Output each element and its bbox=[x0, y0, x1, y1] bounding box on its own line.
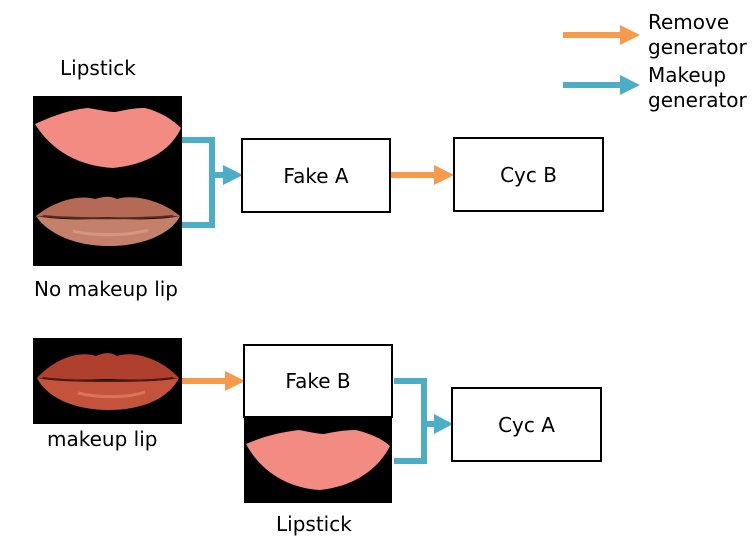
lipstick-mask-top bbox=[35, 108, 181, 168]
legend-remove-label: Remove generator bbox=[648, 10, 747, 59]
makeup-lip-label: makeup lip bbox=[47, 427, 158, 451]
bottom-makeup-bracket-arrow bbox=[394, 378, 453, 464]
cyc-b-label: Cyc B bbox=[500, 162, 557, 187]
fake-a-label: Fake A bbox=[283, 163, 349, 188]
lipstick-mask-bottom bbox=[246, 430, 390, 490]
bottom-remove-arrow bbox=[182, 371, 245, 391]
cyc-a-box: Cyc A bbox=[451, 387, 602, 462]
legend-remove-arrow bbox=[563, 25, 640, 45]
bottom-lipstick-panel bbox=[244, 418, 392, 503]
cyc-a-label: Cyc A bbox=[498, 412, 555, 437]
top-remove-arrow bbox=[390, 165, 454, 185]
makeup-lip-panel bbox=[33, 338, 182, 424]
top-lipstick-label: Lipstick bbox=[60, 56, 136, 80]
fake-a-box: Fake A bbox=[241, 138, 391, 213]
legend-makeup-arrow bbox=[563, 75, 640, 95]
legend-makeup-label: Makeup generator bbox=[648, 63, 747, 112]
makeup-lip-image bbox=[37, 353, 179, 410]
top-lip-panel bbox=[33, 96, 182, 266]
fake-b-box: Fake B bbox=[243, 344, 393, 418]
cyc-b-box: Cyc B bbox=[453, 137, 604, 212]
bottom-lipstick-label: Lipstick bbox=[276, 512, 352, 536]
fake-b-label: Fake B bbox=[285, 369, 351, 393]
top-makeup-bracket-arrow bbox=[182, 137, 243, 228]
no-makeup-lip-image bbox=[36, 196, 180, 246]
top-no-makeup-label: No makeup lip bbox=[34, 277, 179, 301]
